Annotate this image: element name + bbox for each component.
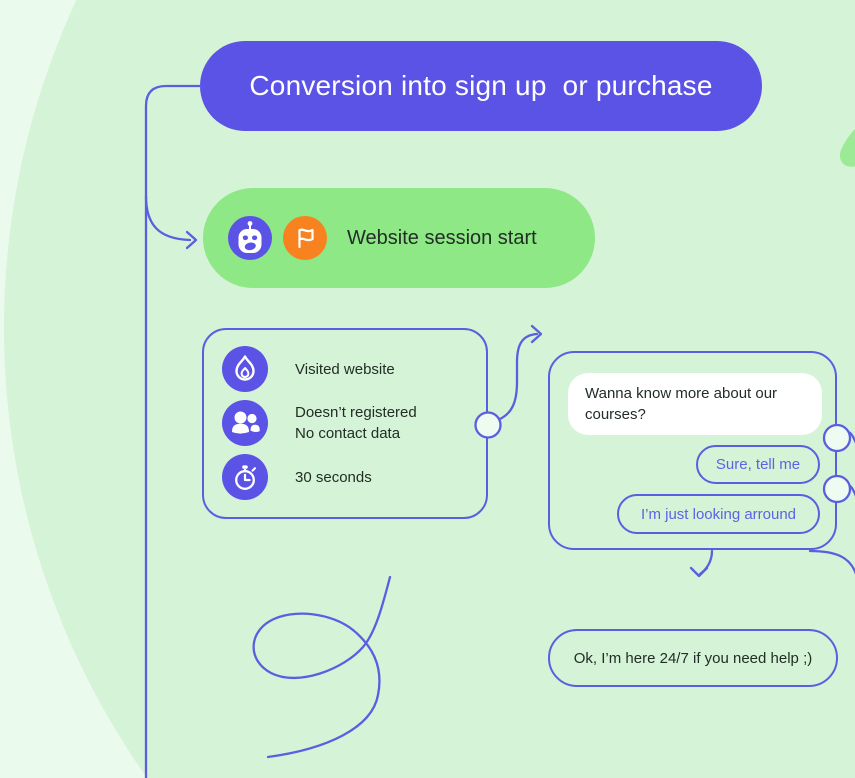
condition-row-registration: Doesn’t registered No contact data bbox=[222, 400, 486, 446]
flag-icon bbox=[283, 216, 327, 260]
condition-label: Visited website bbox=[295, 360, 395, 378]
quick-reply-label: I’m just looking arround bbox=[640, 505, 797, 523]
port-card-output[interactable] bbox=[474, 411, 502, 439]
quick-reply-looking-button[interactable]: I’m just looking arround bbox=[617, 494, 820, 534]
timer-icon bbox=[222, 454, 268, 500]
condition-row-time: 30 seconds bbox=[222, 454, 486, 500]
trigger-node[interactable]: Website session start bbox=[203, 188, 595, 288]
condition-label: 30 seconds bbox=[295, 468, 372, 486]
title-banner-label: Conversion into sign up or purchase bbox=[249, 70, 713, 101]
trigger-node-label: Website session start bbox=[347, 226, 537, 249]
followup-message-bubble[interactable]: Ok, I’m here 24/7 if you need help ;) bbox=[548, 629, 838, 687]
fire-icon bbox=[222, 346, 268, 392]
followup-message-text: Ok, I’m here 24/7 if you need help ;) bbox=[573, 649, 813, 667]
chatbot-icon bbox=[228, 216, 272, 260]
title-banner[interactable]: Conversion into sign up or purchase bbox=[200, 41, 762, 131]
conditions-card[interactable]: Visited website Doesn’t registered No co… bbox=[202, 328, 488, 519]
condition-label: No contact data bbox=[295, 425, 401, 442]
quick-reply-sure-button[interactable]: Sure, tell me bbox=[696, 445, 820, 484]
chat-node[interactable]: Wanna know more about our courses? Sure,… bbox=[548, 351, 837, 550]
users-icon bbox=[222, 400, 268, 446]
condition-row-visited: Visited website bbox=[222, 346, 486, 392]
port-reply-looking-output[interactable] bbox=[822, 474, 852, 504]
bot-message-bubble[interactable]: Wanna know more about our courses? bbox=[568, 373, 822, 435]
quick-reply-label: Sure, tell me bbox=[715, 456, 801, 473]
bot-message-text: Wanna know more about our courses? bbox=[585, 385, 778, 423]
port-reply-sure-output[interactable] bbox=[822, 423, 852, 453]
condition-label: Doesn’t registered bbox=[295, 404, 417, 421]
